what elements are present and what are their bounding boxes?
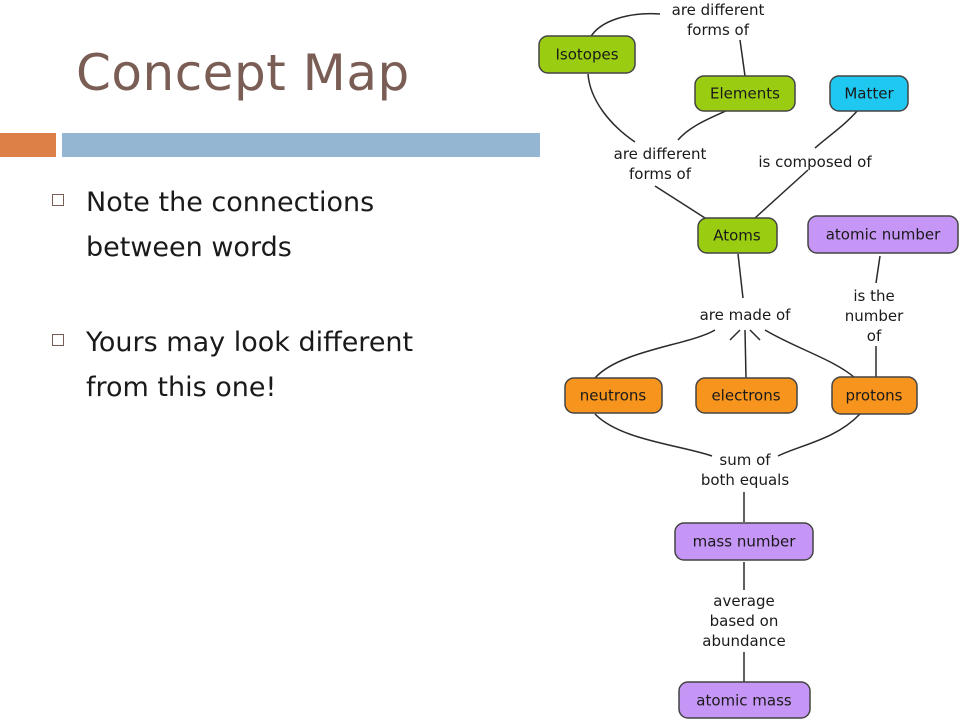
node-protons: protons — [831, 376, 918, 415]
link-label-average: average based on abundance — [702, 592, 785, 650]
node-matter: Matter — [829, 75, 909, 112]
link-label-line: average — [713, 592, 774, 610]
link-label-line: both equals — [701, 471, 789, 489]
link-label-top-forms: are different forms of — [672, 1, 765, 39]
edge-isotopes-top — [589, 12, 661, 39]
node-label: atomic number — [826, 226, 941, 244]
node-label: Isotopes — [555, 46, 618, 64]
edge-atoms-madeof — [737, 253, 744, 299]
edge-mid-atoms — [654, 185, 706, 219]
link-label-line: are made of — [700, 306, 792, 324]
edge-isotopes-mid — [587, 73, 636, 143]
slide-title: Concept Map — [76, 44, 410, 102]
edge-madeof-electrons — [744, 329, 747, 379]
node-label: mass number — [693, 533, 797, 551]
bullet-item: Note the connections between words — [52, 180, 492, 270]
map-edges — [587, 12, 881, 682]
node-label: electrons — [711, 387, 780, 405]
node-label: Atoms — [713, 227, 761, 245]
node-label: neutrons — [580, 387, 647, 405]
accent-bar-blue — [62, 133, 540, 157]
node-label: atomic mass — [696, 692, 792, 710]
link-label-line: forms of — [629, 165, 692, 183]
link-label-mid-forms: are different forms of — [614, 145, 707, 183]
link-label-sum: sum of both equals — [701, 451, 789, 489]
bullet-item: Yours may look different from this one! — [52, 320, 492, 410]
edge-madeof-protons — [764, 329, 856, 379]
bullet-line: Note the connections — [86, 187, 375, 218]
node-atomic-number: atomic number — [807, 215, 959, 254]
edge-neutrons-sum — [594, 413, 713, 457]
node-label: protons — [846, 387, 903, 405]
link-label-line: of — [867, 327, 882, 345]
bullet-line: Yours may look different — [86, 327, 414, 358]
bullet-square-icon — [52, 194, 64, 206]
link-label-line: number — [845, 307, 904, 325]
link-label-line: sum of — [719, 451, 771, 469]
link-label-line: is the — [853, 287, 894, 305]
edge-madeof-bridge2 — [749, 329, 761, 341]
link-label-line: forms of — [687, 21, 750, 39]
link-label-line: based on — [710, 612, 779, 630]
node-neutrons: neutrons — [564, 377, 663, 414]
edge-elements-mid — [677, 109, 729, 141]
link-label-made-of: are made of — [700, 306, 792, 324]
edge-top-elements — [739, 39, 746, 77]
node-label: Matter — [844, 85, 894, 103]
edge-madeof-neutrons — [594, 329, 716, 379]
bullet-line: from this one! — [86, 372, 277, 403]
node-mass-number: mass number — [674, 522, 814, 561]
accent-bar-orange — [0, 133, 56, 157]
edge-atomicnum-isthe — [875, 255, 881, 284]
edge-composed-atoms — [754, 169, 809, 219]
link-label-line: are different — [672, 1, 765, 19]
node-electrons: electrons — [695, 377, 798, 414]
bullet-square-icon — [52, 334, 64, 346]
edge-madeof-bridge — [729, 329, 741, 341]
node-isotopes: Isotopes — [538, 35, 636, 74]
link-label-composed: is composed of — [758, 153, 872, 171]
bullet-list: Note the connections between words Yours… — [52, 180, 492, 460]
link-label-number-of: is the number of — [845, 287, 904, 345]
bullet-text: Note the connections between words — [86, 180, 374, 270]
bullet-text: Yours may look different from this one! — [86, 320, 413, 410]
node-label: Elements — [710, 85, 780, 103]
bullet-line: between words — [86, 232, 292, 263]
node-atoms: Atoms — [697, 217, 778, 254]
link-label-line: is composed of — [758, 153, 872, 171]
link-label-line: are different — [614, 145, 707, 163]
link-label-line: abundance — [702, 632, 785, 650]
edge-protons-sum — [777, 413, 861, 457]
edge-matter-composed — [814, 109, 859, 149]
node-elements: Elements — [694, 75, 796, 112]
node-atomic-mass: atomic mass — [678, 681, 811, 719]
